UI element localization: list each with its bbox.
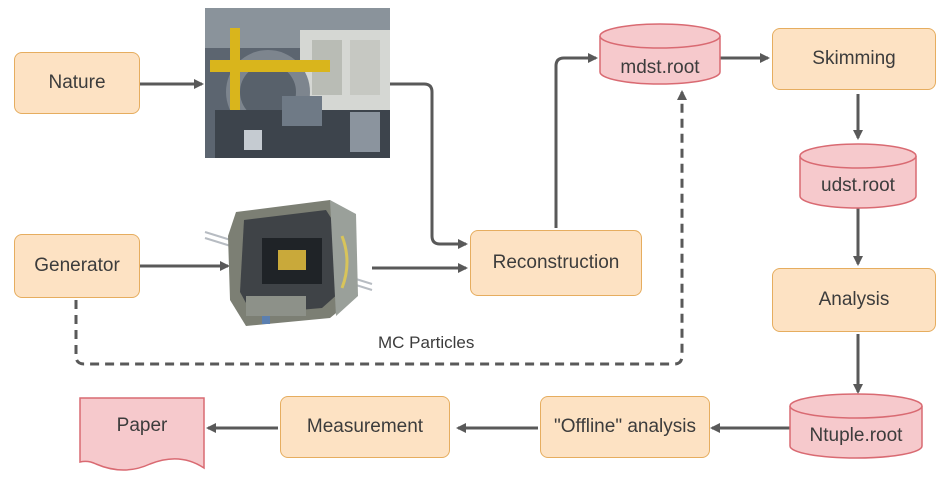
arrow-generator-to-mdst-dashed <box>74 90 687 366</box>
storage-udst: udst.root <box>800 168 916 204</box>
cylinder-udst-shape <box>799 143 917 209</box>
node-nature-label: Nature <box>48 72 106 93</box>
storage-ntuple: Ntuple.root <box>790 418 922 454</box>
node-reconstruction-label: Reconstruction <box>492 252 620 273</box>
node-generator: Generator <box>14 234 140 298</box>
cylinder-mdst-shape <box>599 23 721 85</box>
detector-hall-photo <box>205 8 390 158</box>
node-skimming: Skimming <box>772 28 936 90</box>
node-nature: Nature <box>14 52 140 114</box>
document-paper-label: Paper <box>116 415 168 436</box>
storage-udst-label: udst.root <box>821 175 895 196</box>
node-offline-analysis-label: "Offline" analysis <box>554 416 696 437</box>
node-measurement-label: Measurement <box>306 416 424 437</box>
storage-mdst-label: mdst.root <box>620 57 700 78</box>
paper-shape <box>79 397 205 471</box>
node-measurement: Measurement <box>280 396 450 458</box>
node-analysis: Analysis <box>772 268 936 332</box>
storage-ntuple-label: Ntuple.root <box>809 425 903 446</box>
node-generator-label: Generator <box>34 255 120 276</box>
node-skimming-label: Skimming <box>812 48 896 69</box>
arrow-reconstruction-to-mdst <box>554 53 598 228</box>
storage-mdst: mdst.root <box>600 50 720 86</box>
node-reconstruction: Reconstruction <box>470 230 642 296</box>
node-offline-analysis: "Offline" analysis <box>540 396 710 458</box>
cylinder-ntuple-shape <box>789 393 923 459</box>
document-paper: Paper <box>80 408 204 444</box>
mc-particles-caption: MC Particles <box>378 333 475 352</box>
arrow-photo-to-reconstruction <box>390 82 468 249</box>
detector-cutaway-render <box>204 200 373 326</box>
node-analysis-label: Analysis <box>818 289 890 310</box>
